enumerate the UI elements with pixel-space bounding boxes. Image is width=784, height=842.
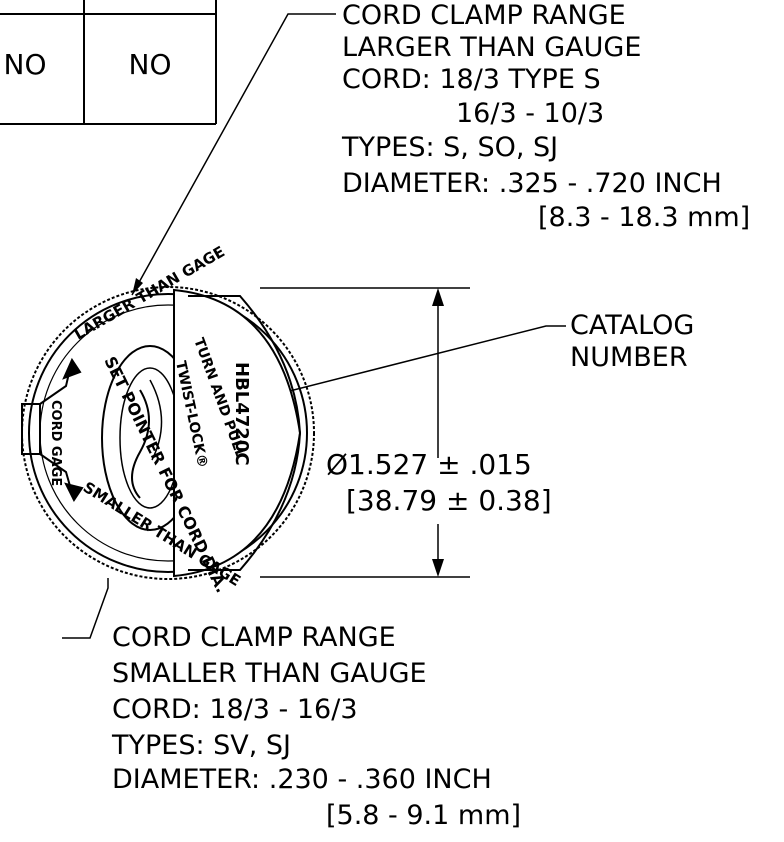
smaller-line-5: DIAMETER: .230 - .360 INCH [112, 764, 492, 795]
leader-catalog [261, 325, 566, 399]
table-cell-1: NO [3, 48, 47, 81]
catalog-line-2: NUMBER [570, 342, 688, 373]
smaller-line-1: CORD CLAMP RANGE [112, 622, 396, 653]
larger-line-3: CORD: 18/3 TYPE S [342, 64, 601, 95]
dial-cord-gage-label: CORD GAGE [48, 400, 63, 486]
table-cell-2: NO [128, 48, 172, 81]
cap-body [173, 288, 302, 578]
diameter-dimension [260, 287, 470, 578]
cord-gage-pointer [21, 357, 84, 502]
larger-line-2: LARGER THAN GAUGE [342, 32, 642, 63]
smaller-line-2: SMALLER THAN GAUGE [112, 658, 427, 689]
leader-smaller [62, 578, 109, 639]
leader-larger [131, 13, 336, 296]
smaller-line-3: CORD: 18/3 - 16/3 [112, 694, 358, 725]
larger-line-1: CORD CLAMP RANGE [342, 0, 626, 31]
catalog-line-1: CATALOG [570, 310, 695, 341]
smaller-line-4: TYPES: SV, SJ [112, 730, 292, 761]
diameter-primary: Ø1.527 ± .015 [326, 448, 532, 481]
smaller-line-6: [5.8 - 9.1 mm] [326, 800, 522, 831]
larger-line-6: DIAMETER: .325 - .720 INCH [342, 168, 722, 199]
catalog-code: HBL4720C [231, 362, 252, 466]
leader-lines [62, 13, 566, 639]
table-fragment [0, 0, 217, 125]
dimension-arrowheads [432, 288, 444, 577]
diameter-secondary: [38.79 ± 0.38] [346, 484, 552, 517]
larger-line-7: [8.3 - 18.3 mm] [538, 202, 751, 233]
larger-line-4: 16/3 - 10/3 [456, 98, 605, 129]
larger-line-5: TYPES: S, SO, SJ [342, 132, 559, 163]
